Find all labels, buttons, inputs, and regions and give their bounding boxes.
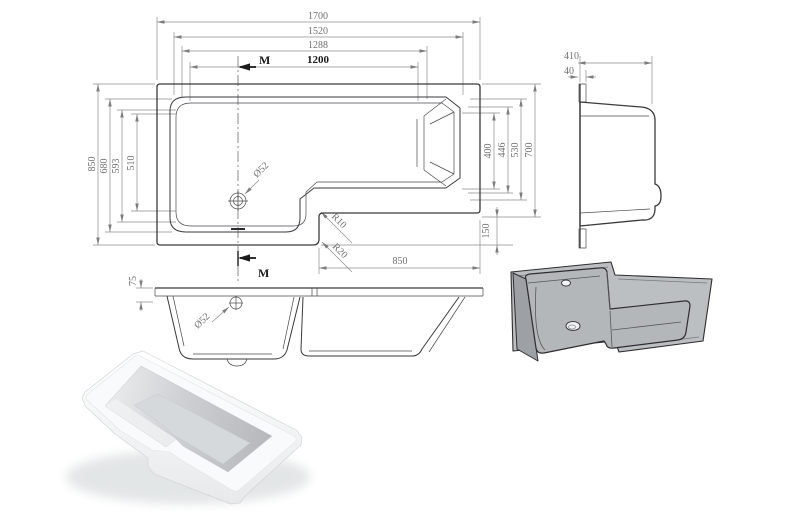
dim-length-overall: 1700 <box>308 11 328 22</box>
plan-drain-symbol <box>228 191 248 211</box>
dim-width-700: 700 <box>524 143 535 158</box>
end-view-outline <box>578 83 662 249</box>
dim-width-446: 446 <box>497 143 508 158</box>
bath-inner-rim-outer <box>169 96 461 233</box>
radius-r10-label: R10 <box>329 211 349 231</box>
dim-width-510: 510 <box>126 156 137 171</box>
section-marker-bottom: M <box>237 251 269 280</box>
bath-inner-rim-inner <box>175 102 455 227</box>
plan-view: 1700 1520 1288 1200 850 680 593 510 400 … <box>87 11 541 283</box>
iso-view <box>510 261 713 362</box>
iso-body-main-face <box>524 267 691 354</box>
iso-feature-lines <box>527 271 682 351</box>
section-marker-top-label: M <box>259 53 270 67</box>
iso-overflow-hole <box>561 279 571 287</box>
dim-width-593: 593 <box>111 159 122 174</box>
section-marker-bottom-label: M <box>258 266 269 280</box>
dim-width-overall: 850 <box>87 157 98 172</box>
dim-bath-length-850: 850 <box>393 256 408 267</box>
plan-dimension-lines <box>96 20 537 273</box>
dim-length-1200: 1200 <box>307 54 330 66</box>
bath-outer-outline <box>156 83 481 246</box>
product-render <box>66 350 310 505</box>
dim-depth-410: 410 <box>564 51 579 62</box>
dim-lip-40: 40 <box>564 66 574 77</box>
iso-body-side-face <box>512 272 539 362</box>
section-view: 75 Ø52 <box>128 276 484 367</box>
dim-length-1520: 1520 <box>308 26 328 37</box>
section-marker-top: M <box>238 53 270 71</box>
end-view: 410 40 <box>564 51 662 249</box>
dim-width-400: 400 <box>483 144 494 159</box>
dim-width-680: 680 <box>99 159 110 174</box>
render-basin-floor <box>133 393 251 465</box>
backrest-slope-lines <box>416 98 455 187</box>
dim-length-1288: 1288 <box>308 40 328 51</box>
iso-drain-hole <box>565 321 581 331</box>
radius-r20-label: R20 <box>330 241 350 261</box>
section-drain-symbol <box>229 296 243 310</box>
dim-rim-75: 75 <box>128 276 139 286</box>
plan-drain-diameter-label: Ø52 <box>251 160 271 180</box>
section-outline <box>154 287 484 367</box>
render-inner-wall-highlight <box>105 399 176 447</box>
section-dimensions <box>136 279 230 323</box>
end-view-dimensions <box>568 56 653 104</box>
dim-step-150: 150 <box>481 224 492 239</box>
dim-width-530: 530 <box>510 143 521 158</box>
section-drain-diameter-label: Ø52 <box>192 311 212 331</box>
plan-extension-lines <box>93 17 541 274</box>
